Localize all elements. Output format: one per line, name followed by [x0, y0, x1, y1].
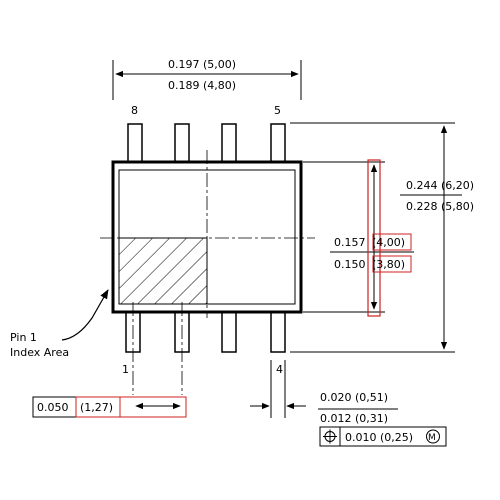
top-leads	[127, 123, 286, 163]
body-width-dimension	[303, 161, 414, 313]
tolerance-value: 0.010 (0,25)	[345, 431, 413, 444]
body-width-highlight	[367, 159, 381, 317]
pin-5-label: 5	[274, 104, 281, 117]
body-width-max-mm-highlight	[372, 233, 412, 251]
pin1-index-area	[118, 237, 208, 305]
body-length-max: 0.197 (5,00)	[168, 58, 236, 71]
pin-1-label: 1	[122, 363, 129, 376]
bottom-leads	[125, 311, 286, 353]
body-width-max-mm: (4,00)	[372, 236, 405, 249]
lead-width-min: 0.012 (0,31)	[320, 412, 388, 425]
lead-8	[127, 123, 143, 163]
lead-6	[221, 123, 237, 163]
body-width-min-mm-highlight	[372, 255, 412, 273]
lead-3	[221, 311, 237, 353]
overall-width-max: 0.244 (6,20)	[406, 179, 474, 192]
lead-width-max: 0.020 (0,51)	[320, 391, 388, 404]
position-symbol-icon	[323, 429, 337, 444]
callout-line2: Index Area	[10, 346, 69, 359]
body-length-dimension	[112, 60, 302, 100]
body-width-max-inch: 0.157	[334, 236, 366, 249]
pin1-leader	[61, 289, 109, 341]
pin-4-label: 4	[276, 363, 283, 376]
mmc-modifier: M	[428, 433, 436, 443]
center-lines	[100, 150, 315, 395]
lead-4	[270, 311, 286, 353]
position-tolerance-frame: 0.010 (0,25) M	[319, 426, 447, 447]
body-width-min-inch: 0.150	[334, 258, 366, 271]
pitch-inch: 0.050	[37, 401, 69, 414]
lead-width-dimension	[250, 360, 398, 418]
overall-width-dimension	[290, 122, 462, 353]
body-width-min-mm: (3,80)	[372, 258, 405, 271]
pin-8-label: 8	[131, 104, 138, 117]
lead-7	[174, 123, 190, 163]
lead-5	[270, 123, 286, 163]
mmc-modifier-icon	[426, 429, 440, 444]
callout-line1: Pin 1	[10, 331, 37, 344]
pitch-arrow-highlight	[119, 396, 187, 418]
pitch-mm: (1,27)	[80, 401, 113, 414]
overall-width-min: 0.228 (5,80)	[406, 200, 474, 213]
body-length-min: 0.189 (4,80)	[168, 79, 236, 92]
